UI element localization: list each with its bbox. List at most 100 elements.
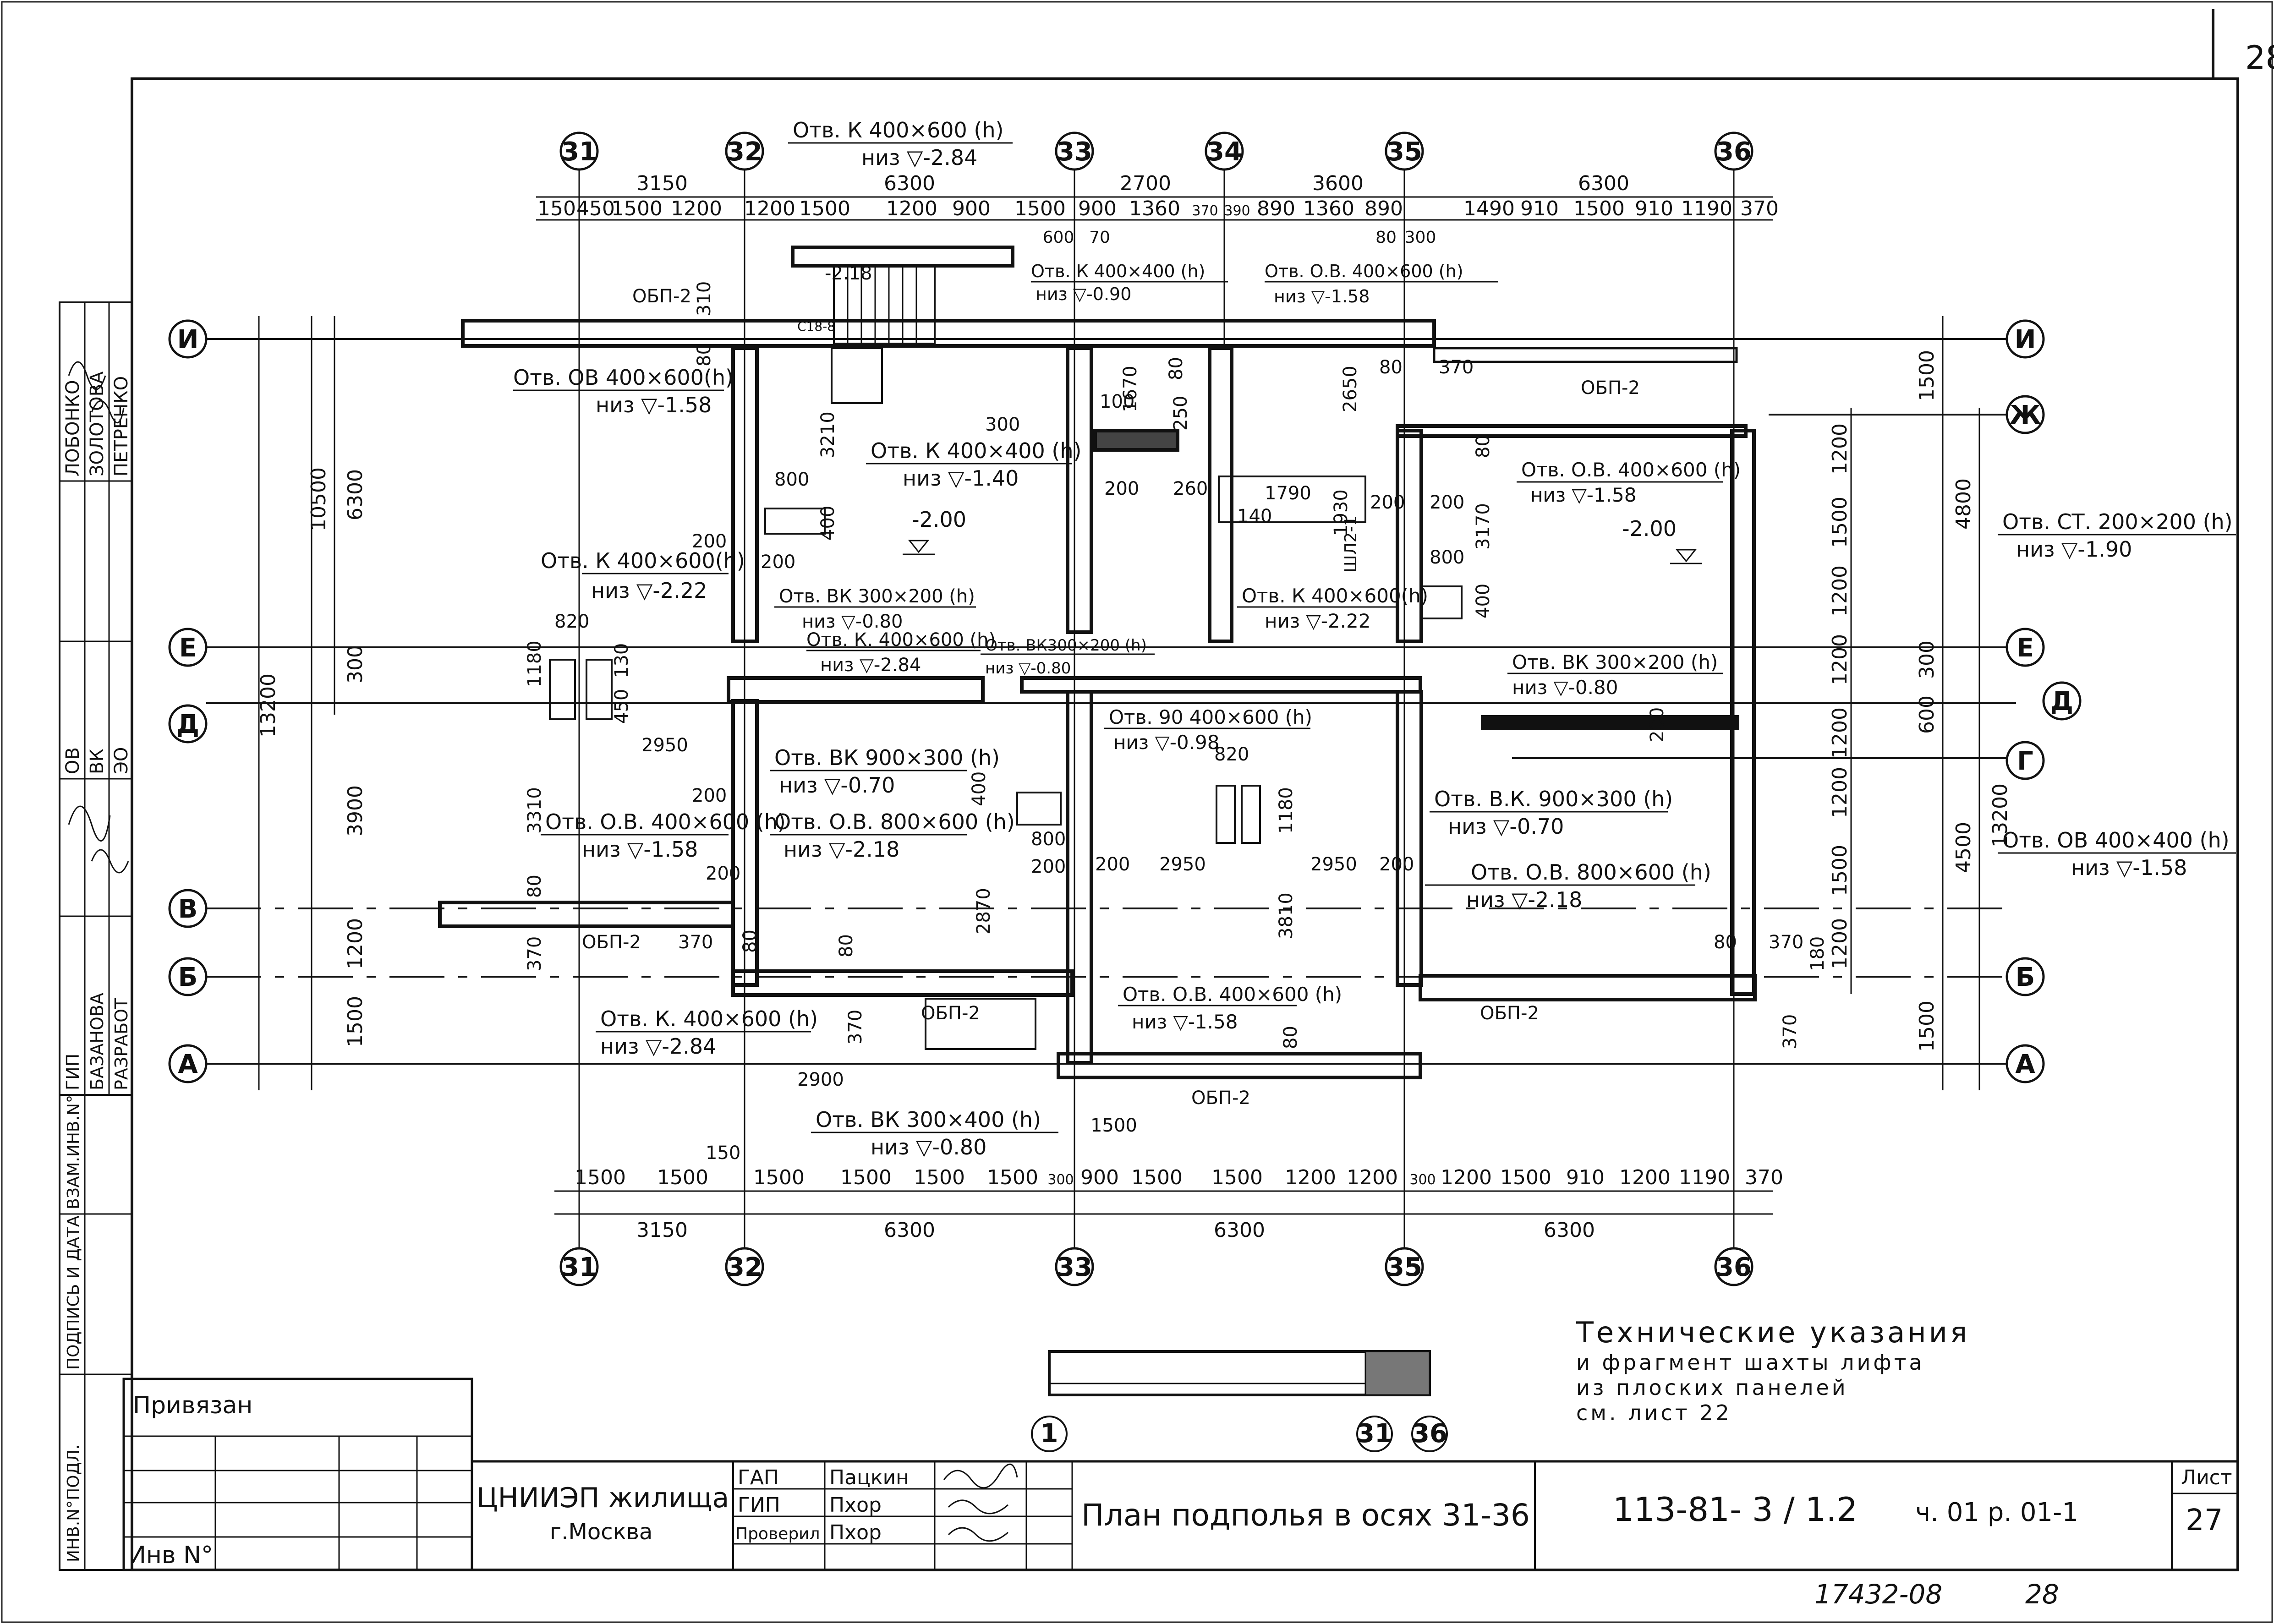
panel-mark-1: ОБП-2 [632,286,691,307]
side-code-2: ВК [87,749,108,774]
panel-mark-5: ОБП-2 [1191,1088,1250,1109]
dim-top-minor-7: 1200 [886,197,937,220]
svg-text:800: 800 [774,469,809,490]
svg-text:80: 80 [524,875,545,898]
dim-bot-major-1: 3150 [636,1219,688,1242]
dim-bot-minor-17: 1200 [1619,1166,1671,1189]
dim-top-minor-19: 1500 [1573,197,1625,220]
svg-text:80: 80 [1714,932,1737,953]
svg-text:низ ▽-0.80: низ ▽-0.80 [871,1135,986,1159]
dim-top-minor-20: 910 [1635,197,1673,220]
svg-text:370: 370 [1439,357,1474,378]
dim-top-minor-5: 1200 [744,197,795,220]
lift-shaft-fragment: 1 31 36 [1031,1350,1448,1452]
svg-text:Отв. О.В. 800×600 (h): Отв. О.В. 800×600 (h) [774,809,1015,834]
org-city: г.Москва [550,1519,652,1545]
opening-callouts: Отв. К 400×600 (h)низ ▽-2.84 Отв. К 400×… [513,118,2236,1159]
opening-21: Отв. К. 400×600 (h)низ ▽-2.84 [596,1006,818,1059]
drawing-part: ч. 01 р. 01-1 [1915,1498,2078,1527]
svg-text:низ ▽-1.58: низ ▽-1.58 [1274,286,1370,306]
svg-text:низ ▽-0.70: низ ▽-0.70 [779,773,895,798]
dim-right-inner-12: 1500 [1915,1001,1939,1052]
notes-line-4: см. лист 22 [1576,1400,1732,1425]
svg-text:Отв. ВК 300×400 (h): Отв. ВК 300×400 (h) [816,1107,1041,1132]
level-marks: -2.18 -2.00 -2.00 ОБП-2 ОБП-2 ОБП-2 ОБП-… [582,263,1702,1109]
dim-bot-minor-2: 1500 [657,1166,708,1189]
side-role-inv: ИНВ.N°ПОДЛ. [64,1444,83,1562]
opening-7: Отв. К 400×600(h)низ ▽-2.22 [541,548,745,603]
notes-line-3: из плоских панелей [1576,1375,1848,1400]
dim-top-sub-4: 300 [1405,228,1436,247]
dim-right-inner-9: 1200 [1828,767,1852,818]
side-role-sign: ПОДПИСЬ И ДАТА [64,1215,83,1370]
dim-bot-major-2: 6300 [884,1219,935,1242]
opening-11: Отв. К 400×600(h)низ ▽-2.22 [1237,585,1428,632]
dim-right-4500: 4500 [1952,822,1975,873]
dim-left-10500: 10500 [307,467,330,531]
svg-text:1790: 1790 [1265,483,1311,504]
drawing-code: 113-81- 3 / 1.2 [1613,1490,1858,1529]
panel-mark-4: ОБП-2 [921,1003,980,1024]
dim-right-inner-11: 1200 [1828,918,1852,969]
dim-right-inner-6: 300 [1915,640,1939,679]
svg-text:Отв. К. 400×600 (h): Отв. К. 400×600 (h) [600,1006,818,1031]
dim-top-minor-13: 390 [1224,203,1250,219]
panel-mark-8: С18-8 [797,319,835,334]
dim-top-sub-3: 80 [1375,228,1397,247]
dim-top-minor-1: 150 [537,197,576,220]
opening-8: Отв. ВК 300×200 (h)низ ▽-0.80 [774,586,976,632]
opening-20: Отв. ОВ 400×400 (h)низ ▽-1.58 [1998,828,2236,880]
svg-text:низ ▽-1.58: низ ▽-1.58 [1132,1011,1238,1033]
tied-label: Привязан [133,1392,252,1419]
fragment-axis-36: 36 [1412,1419,1447,1449]
svg-text:Отв. СТ. 200×200 (h): Отв. СТ. 200×200 (h) [2002,509,2233,534]
level-2: -2.00 [912,507,966,532]
svg-text:низ ▽-0.80: низ ▽-0.80 [1512,676,1618,699]
svg-text:Отв. ВК 300×200 (h): Отв. ВК 300×200 (h) [779,586,975,607]
svg-text:80: 80 [836,934,857,957]
dim-top-minor-3: 1500 [611,197,663,220]
dimension-lines [258,196,1980,1215]
row-left-i: И [177,325,199,355]
row-right-b: Б [2016,962,2035,992]
dim-top-minor-21: 1190 [1681,197,1732,220]
dim-top-major-5: 6300 [1578,172,1629,195]
svg-text:1180: 1180 [1276,787,1297,834]
svg-text:2900: 2900 [797,1069,844,1090]
dim-top-minor-18: 910 [1520,197,1559,220]
axis-bottom-31: 31 [561,1252,597,1282]
side-stamp: ЛОБОНКО ЗОЛОТОВА ПЕТРЕНКО ОВ ВК ЭО ГИП Б… [59,301,133,1571]
opening-9: Отв. К. 400×600 (h)низ ▽-2.84 [806,629,996,676]
level-1: -2.18 [825,263,872,284]
panel-mark-2: ОБП-2 [1581,377,1640,399]
row-left-d: Д [176,710,199,739]
row-right-zh: Ж [2010,400,2041,430]
svg-text:80: 80 [1280,1026,1301,1049]
svg-text:Отв. ВК 900×300 (h): Отв. ВК 900×300 (h) [774,745,1000,770]
notes-line-2: и фрагмент шахты лифта [1576,1350,1925,1375]
signature-3 [68,805,111,842]
row-left-b: Б [178,962,198,992]
axis-circles [168,131,2082,1286]
dim-bot-minor-7: 300 [1047,1172,1074,1188]
opening-4: Отв. ОВ 400×600(h)низ ▽-1.58 [513,365,734,417]
svg-text:200: 200 [1647,707,1668,742]
axis-bottom-35: 35 [1386,1252,1422,1282]
dim-top-sub-1: 600 [1043,228,1074,247]
opening-19: Отв. О.В. 800×600 (h)низ ▽-2.18 [1425,860,1711,912]
dim-bot-minor-4: 1500 [840,1166,892,1189]
dim-left-300: 300 [344,645,367,684]
inv-label: Инв N° [128,1542,213,1569]
svg-text:Отв. К 400×400 (h): Отв. К 400×400 (h) [871,438,1081,463]
svg-text:2870: 2870 [973,888,994,935]
technical-notes: Технические указания и фрагмент шахты ли… [1576,1316,1967,1425]
dim-bot-minor-16: 910 [1566,1166,1605,1189]
svg-text:низ ▽-0.98: низ ▽-0.98 [1113,731,1219,754]
svg-text:370: 370 [524,936,545,971]
svg-text:3210: 3210 [817,411,838,458]
signature-4 [91,849,129,874]
dim-bot-minor-1: 1500 [575,1166,626,1189]
dim-top-minor-11: 1360 [1129,197,1180,220]
svg-text:140: 140 [1237,506,1272,527]
opening-3: Отв. О.В. 400×600 (h)низ ▽-1.58 [1265,261,1498,306]
